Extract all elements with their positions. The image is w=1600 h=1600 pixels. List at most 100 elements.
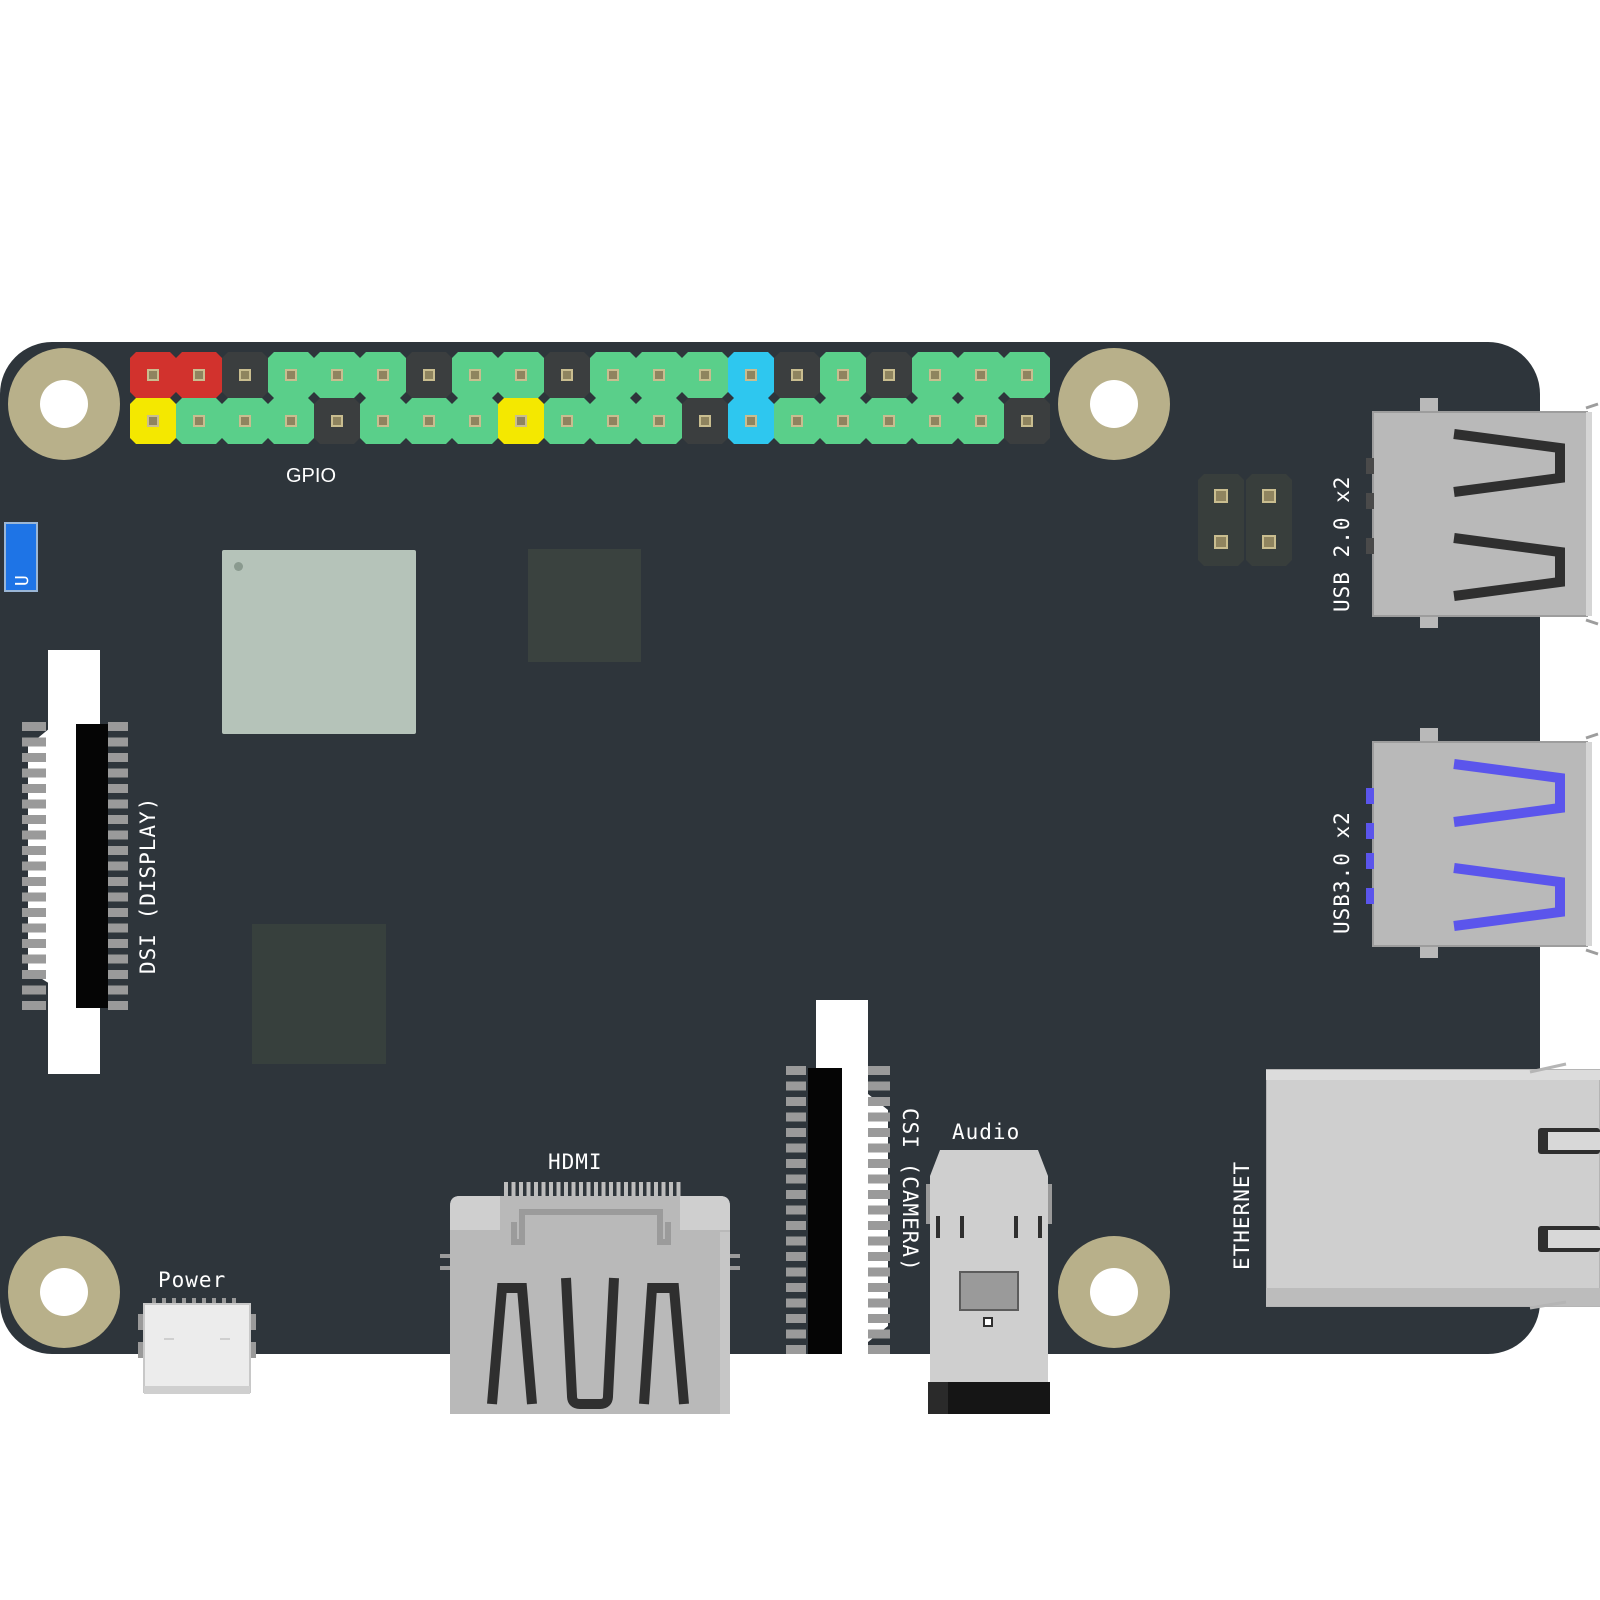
csi-label: CSI (CAMERA): [898, 1108, 922, 1272]
gpio-pin-gnd[interactable]: [774, 352, 820, 398]
gpio-pin-gpio[interactable]: [406, 398, 452, 444]
csi-contact: [786, 1221, 806, 1230]
csi-contact: [868, 1128, 890, 1137]
gpio-pin-gpio[interactable]: [958, 352, 1004, 398]
gpio-pin-5v[interactable]: [130, 352, 176, 398]
hdmi-pin: [654, 1182, 658, 1196]
gpio-pin-gpio[interactable]: [636, 398, 682, 444]
gpio-pin-gpio[interactable]: [820, 352, 866, 398]
power-label: Power: [158, 1268, 227, 1292]
pin-pad: [147, 369, 159, 381]
gpio-pin-gnd[interactable]: [866, 352, 912, 398]
hdmi-pin: [661, 1182, 666, 1196]
gpio-pin-gpio[interactable]: [774, 398, 820, 444]
gpio-pin-gpio[interactable]: [452, 352, 498, 398]
hdmi-pin: [594, 1182, 598, 1196]
soc-chip: [222, 550, 416, 734]
usb3-port[interactable]: [1366, 728, 1600, 960]
gpio-pin-gpio[interactable]: [360, 352, 406, 398]
gpio-pin-gnd[interactable]: [314, 398, 360, 444]
csi-contact: [786, 1112, 806, 1122]
side-tab[interactable]: U: [4, 522, 38, 592]
hdmi-pin: [639, 1182, 643, 1196]
csi-contact: [868, 1143, 890, 1153]
usb2-connector-icon: [1366, 398, 1599, 628]
gpio-pin-gpio[interactable]: [176, 398, 222, 444]
side-tab-label: U: [12, 574, 33, 586]
audio-jack[interactable]: [926, 1150, 1052, 1414]
hdmi-pin: [526, 1182, 531, 1196]
csi-contact: [786, 1252, 806, 1261]
gpio-pin-gpio[interactable]: [682, 352, 728, 398]
gpio-pin-gpio[interactable]: [820, 398, 866, 444]
pin-pad: [791, 369, 803, 381]
hdmi-pin: [549, 1182, 553, 1196]
dsi-contact: [108, 846, 128, 855]
gpio-pin-gpio[interactable]: [544, 398, 590, 444]
dsi-contact: [108, 861, 128, 871]
gpio-pin-gnd[interactable]: [682, 398, 728, 444]
gpio-pin-gpio[interactable]: [912, 398, 958, 444]
dsi-contact: [108, 954, 128, 964]
hdmi-pin: [624, 1182, 628, 1196]
usb3-label: USB3.0 x2: [1330, 811, 1354, 934]
dsi-contact: [108, 985, 128, 995]
usb2-port[interactable]: [1366, 398, 1600, 630]
pin-pad: [423, 369, 435, 381]
pin-pad: [193, 369, 205, 381]
pin-pad: [607, 369, 619, 381]
gpio-pin-gpio[interactable]: [590, 398, 636, 444]
mounting-hole-bottom-right: [1058, 1236, 1170, 1348]
csi-contact: [786, 1128, 806, 1137]
pin-pad: [331, 369, 343, 381]
gpio-pin-gpio[interactable]: [636, 352, 682, 398]
csi-contact: [868, 1236, 890, 1246]
gpio-header[interactable]: [130, 352, 1050, 444]
gpio-pin-gnd[interactable]: [544, 352, 590, 398]
gpio-pin-gnd[interactable]: [1004, 398, 1050, 444]
dsi-contact: [22, 799, 46, 809]
gpio-pin-gpio[interactable]: [958, 398, 1004, 444]
hdmi-pin: [616, 1182, 621, 1196]
csi-contact: [786, 1190, 806, 1199]
gpio-pin-gpio[interactable]: [590, 352, 636, 398]
gpio-pin-special[interactable]: [728, 398, 774, 444]
gpio-pin-5v[interactable]: [176, 352, 222, 398]
dsi-contact: [22, 768, 46, 778]
gpio-pin-gpio[interactable]: [866, 398, 912, 444]
power-port[interactable]: [138, 1298, 256, 1398]
gpio-pin-gpio[interactable]: [452, 398, 498, 444]
hdmi-pin: [631, 1182, 636, 1196]
gpio-pin-gpio[interactable]: [268, 352, 314, 398]
gpio-pin-gpio[interactable]: [360, 398, 406, 444]
hdmi-pin: [534, 1182, 538, 1196]
gpio-pin-gpio[interactable]: [912, 352, 958, 398]
csi-contact: [868, 1097, 890, 1106]
dsi-connector[interactable]: [20, 650, 130, 1074]
csi-contact: [786, 1097, 806, 1106]
gpio-pin-gnd[interactable]: [406, 352, 452, 398]
dsi-contact: [108, 768, 128, 778]
gpio-pin-gpio[interactable]: [222, 398, 268, 444]
gpio-label: GPIO: [286, 465, 337, 487]
dsi-contact: [22, 923, 46, 933]
gpio-pin-gpio[interactable]: [268, 398, 314, 444]
pin-pad: [975, 415, 987, 427]
gpio-pin-special[interactable]: [728, 352, 774, 398]
fan-header[interactable]: [1198, 474, 1294, 566]
gpio-pin-gpio[interactable]: [498, 352, 544, 398]
dsi-contact: [22, 939, 46, 948]
ethernet-label: ETHERNET: [1230, 1160, 1254, 1270]
csi-contact: [786, 1066, 806, 1075]
ethernet-port[interactable]: [1265, 1060, 1600, 1310]
hdmi-pin: [609, 1182, 613, 1196]
dsi-contact: [22, 830, 46, 840]
gpio-pin-gpio[interactable]: [1004, 352, 1050, 398]
gpio-pin-gpio[interactable]: [314, 352, 360, 398]
csi-connector[interactable]: [786, 1000, 896, 1414]
gpio-pin-3v3[interactable]: [130, 398, 176, 444]
gpio-pin-gnd[interactable]: [222, 352, 268, 398]
hdmi-port[interactable]: [440, 1182, 740, 1414]
gpio-pin-3v3[interactable]: [498, 398, 544, 444]
csi-contact: [786, 1205, 806, 1215]
